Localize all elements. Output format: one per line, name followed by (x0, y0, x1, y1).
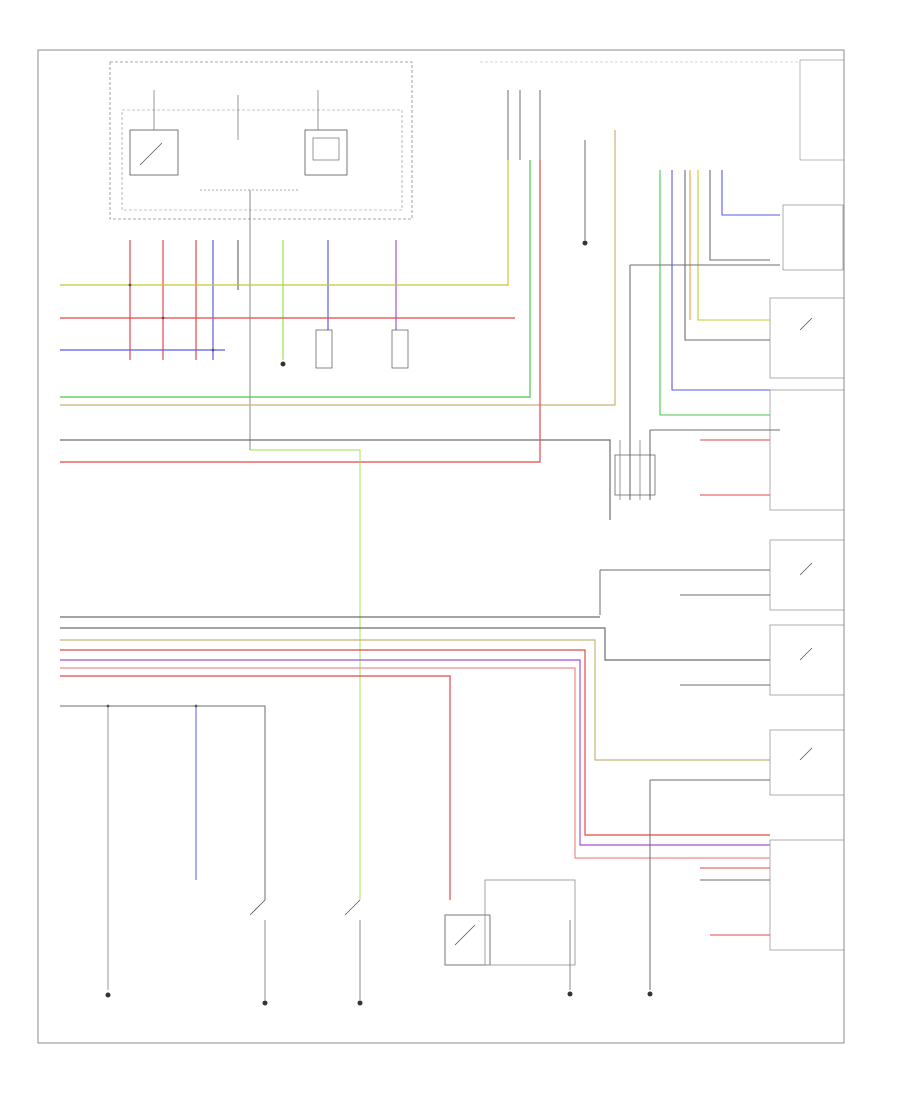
ground-icon (357, 1000, 363, 1006)
top-right-legend-box (799, 59, 845, 161)
upper-bus-wires (60, 130, 616, 900)
junction-dots (106, 283, 215, 708)
right-components (769, 204, 845, 951)
ground-icon (647, 991, 653, 997)
fuse-box-drops (129, 190, 397, 450)
right-center-wires (629, 170, 780, 500)
ground-symbols (105, 240, 653, 1006)
relay-left (129, 90, 179, 176)
ground-icon (262, 1000, 268, 1006)
lower-bus-wires (60, 616, 770, 900)
relay-right (304, 90, 348, 176)
center-top-wires (507, 90, 616, 240)
ground-icon (582, 240, 588, 246)
fuse-blocks (315, 329, 409, 369)
bottom-left-feeders (60, 705, 770, 990)
under-dash-fuse-box (109, 61, 413, 220)
ground-icon (567, 991, 573, 997)
ground-icon (280, 361, 286, 367)
ground-icon (105, 992, 111, 998)
bottom-components (249, 879, 576, 1000)
right-switches (799, 317, 813, 761)
junction-connector (614, 440, 656, 500)
mid-right-wires (599, 569, 770, 686)
diagram-frame (37, 49, 845, 1044)
